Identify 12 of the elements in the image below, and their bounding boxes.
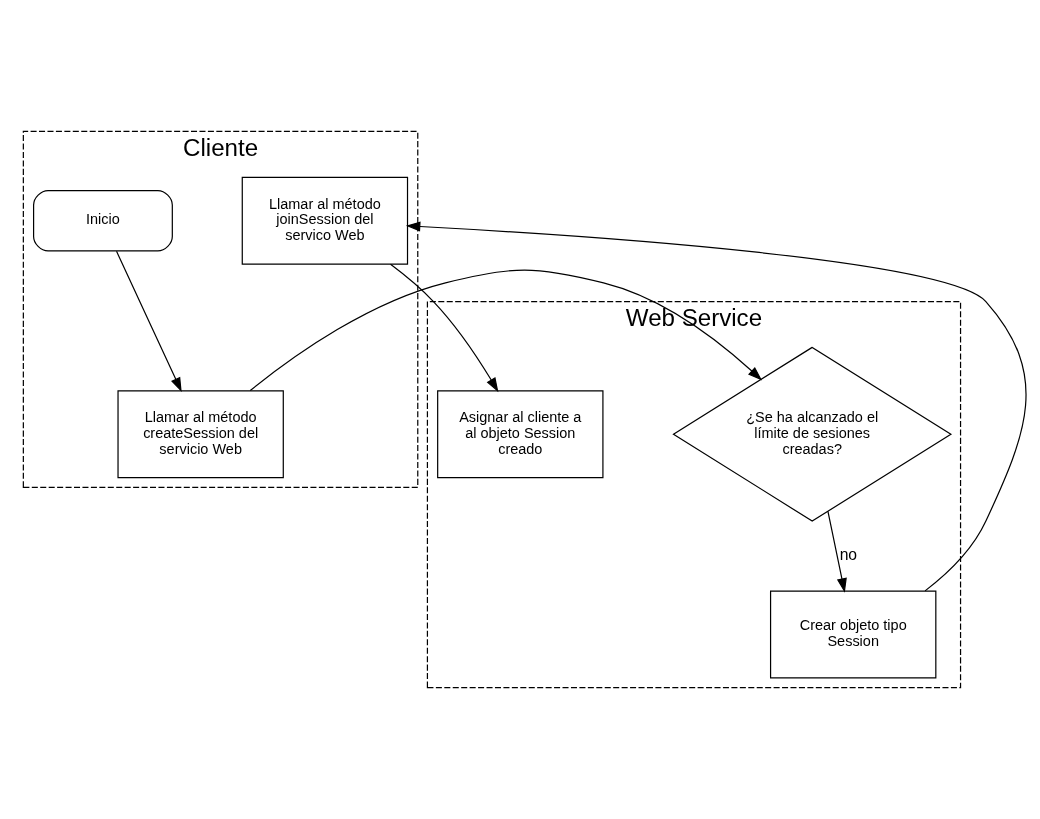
node-box: Inicio (33, 189, 173, 252)
node-box: Asignar al cliente a al objeto Session creado (437, 390, 604, 479)
node-box: Crear objeto tipo Session (769, 590, 937, 679)
arrow (115, 250, 182, 393)
arrow (389, 263, 499, 393)
edge-label: no (839, 546, 858, 564)
node-box: Llamar al método joinSession del servico Web (241, 176, 409, 265)
arrow (827, 510, 847, 593)
node-box: Llamar al método createSession del servicio Web (117, 390, 284, 479)
arrow (405, 221, 1027, 592)
arrow (249, 269, 763, 392)
node-diamond: ¿Se ha alcanzado el límite de sesiones creadas? (672, 346, 953, 522)
